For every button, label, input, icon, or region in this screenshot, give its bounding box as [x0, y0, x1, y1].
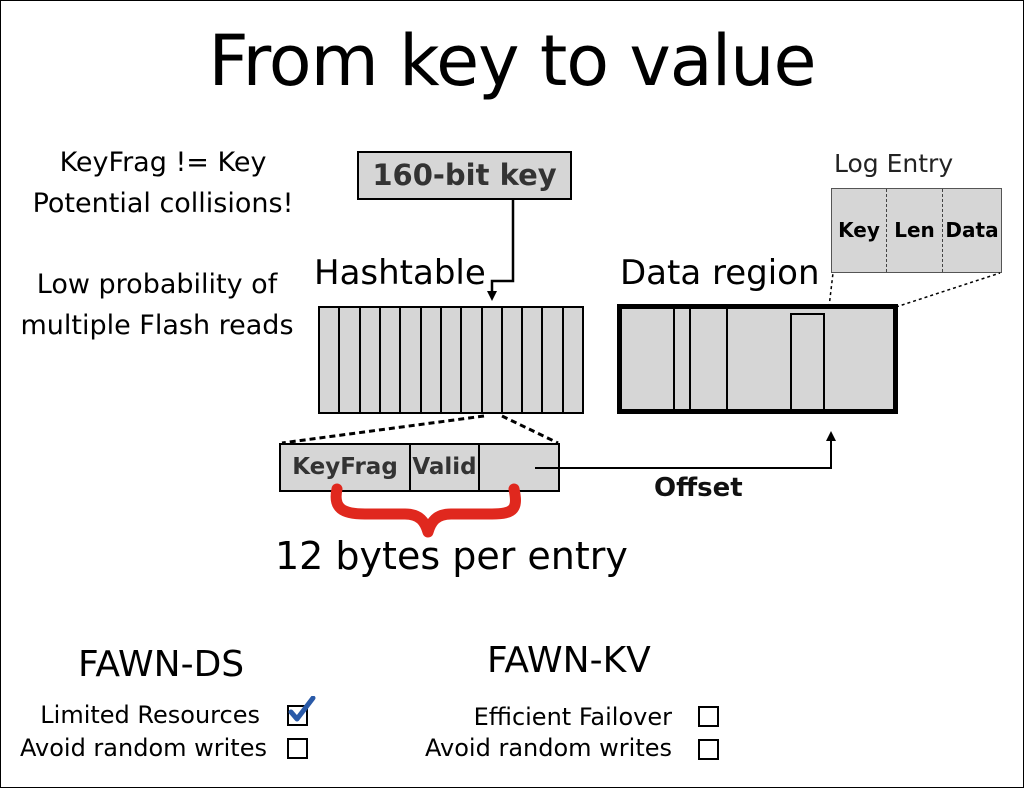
log-zoom-line-right	[895, 272, 1001, 308]
log-entry-segment	[790, 313, 825, 409]
offset-label: Offset	[654, 473, 743, 503]
data-region-segment	[673, 309, 675, 409]
hashtable-slot	[422, 308, 442, 412]
log-entry-title: Log Entry	[834, 149, 954, 178]
log-entry-field-data: Data	[945, 218, 999, 242]
data-region	[617, 304, 898, 414]
collision-note-line1: KeyFrag != Key	[59, 147, 267, 178]
data-region-segment	[726, 309, 728, 409]
key-box: 160-bit key	[357, 151, 572, 200]
entry-zoom-line-left	[281, 414, 485, 445]
hashtable-slot	[483, 308, 503, 412]
entry-field-valid: Valid	[411, 445, 480, 490]
fawn-ds-item-label: Avoid random writes	[20, 734, 267, 762]
entry-size-label: 12 bytes per entry	[275, 534, 628, 578]
hashtable-slot	[381, 308, 402, 412]
entry-size-brace	[330, 483, 521, 538]
entry-zoom-line-right	[501, 414, 559, 445]
fawn-ds-title: FAWN-DS	[78, 644, 245, 685]
collision-note: KeyFrag != Key Potential collisions!	[8, 142, 318, 224]
hashtable	[318, 306, 584, 414]
fawn-ds-checkbox-avoid-random-writes[interactable]	[287, 738, 308, 759]
fawn-kv-item-label: Efficient Failover	[473, 703, 672, 731]
hashtable-slot	[462, 308, 483, 412]
check-icon	[288, 696, 316, 722]
hashtable-slot	[523, 308, 544, 412]
log-entry-field-len: Len	[887, 189, 943, 272]
log-zoom-line-left	[828, 272, 834, 308]
entry-field-keyfrag: KeyFrag	[281, 445, 411, 490]
hashtable-slot	[401, 308, 422, 412]
hashtable-slot	[361, 308, 381, 412]
hashtable-slot	[340, 308, 361, 412]
hashtable-slot	[442, 308, 463, 412]
data-region-segment	[689, 309, 691, 409]
data-region-label: Data region	[620, 253, 820, 293]
fawn-kv-item-label: Avoid random writes	[425, 734, 672, 762]
fawn-ds-checkbox-limited-resources[interactable]	[287, 696, 316, 726]
log-entry-field-key: Key	[832, 189, 887, 272]
collision-note-line2: Potential collisions!	[32, 188, 294, 219]
log-entry-box: Key Len Data	[831, 188, 1002, 273]
fawn-kv-checkbox-avoid-random-writes[interactable]	[698, 739, 719, 760]
hashtable-slot	[543, 308, 564, 412]
hashtable-slot	[503, 308, 524, 412]
slide-title: From key to value	[208, 20, 816, 102]
hashtable-slot	[320, 308, 341, 412]
fawn-kv-checkbox-efficient-failover[interactable]	[698, 706, 719, 727]
fawn-kv-title: FAWN-KV	[487, 640, 651, 681]
hashtable-label: Hashtable	[314, 253, 486, 293]
probability-note-line2: multiple Flash reads	[20, 310, 294, 341]
probability-note: Low probability of multiple Flash reads	[8, 264, 306, 346]
key-to-hashtable-arrow	[487, 200, 515, 301]
offset-arrow	[535, 431, 836, 469]
fawn-ds-item-label: Limited Resources	[40, 701, 260, 729]
probability-note-line1: Low probability of	[36, 269, 278, 300]
